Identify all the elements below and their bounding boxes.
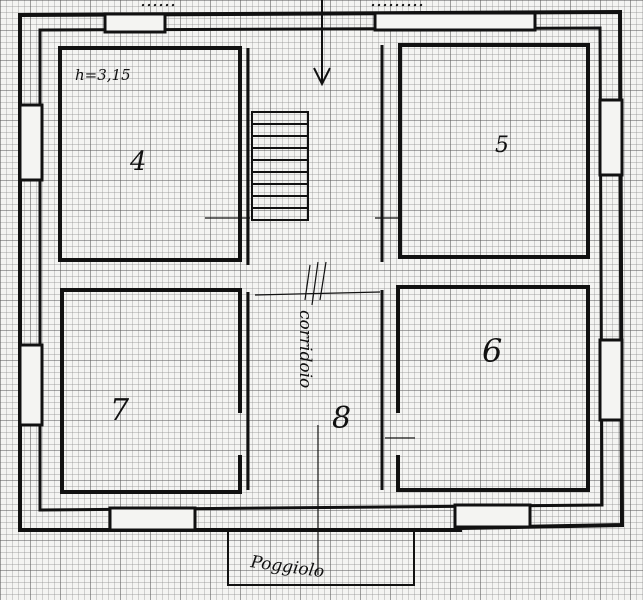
room-bottom-left [60, 288, 242, 494]
corridor-number: 8 [332, 401, 351, 436]
height-note: h=3,15 [75, 66, 131, 84]
room-walls [58, 43, 590, 494]
arrow-down-icon [313, 0, 331, 87]
room-label-top-right: 5 [495, 133, 509, 158]
room-label-top-left: 4 [129, 147, 147, 177]
room-top-left [58, 46, 242, 262]
balcony [227, 529, 415, 586]
window-openings [18, 11, 624, 532]
room-label-bottom-left: 7 [110, 393, 130, 428]
top-label-left: …… [140, 0, 176, 11]
staircase [251, 111, 309, 221]
construction-lines [205, 217, 415, 575]
room-label-bottom-right: 6 [482, 332, 502, 370]
corridor-label: corridoio [295, 310, 315, 388]
top-label-right: ……… [370, 0, 424, 11]
room-top-right [398, 43, 590, 259]
room-bottom-right [396, 285, 590, 492]
